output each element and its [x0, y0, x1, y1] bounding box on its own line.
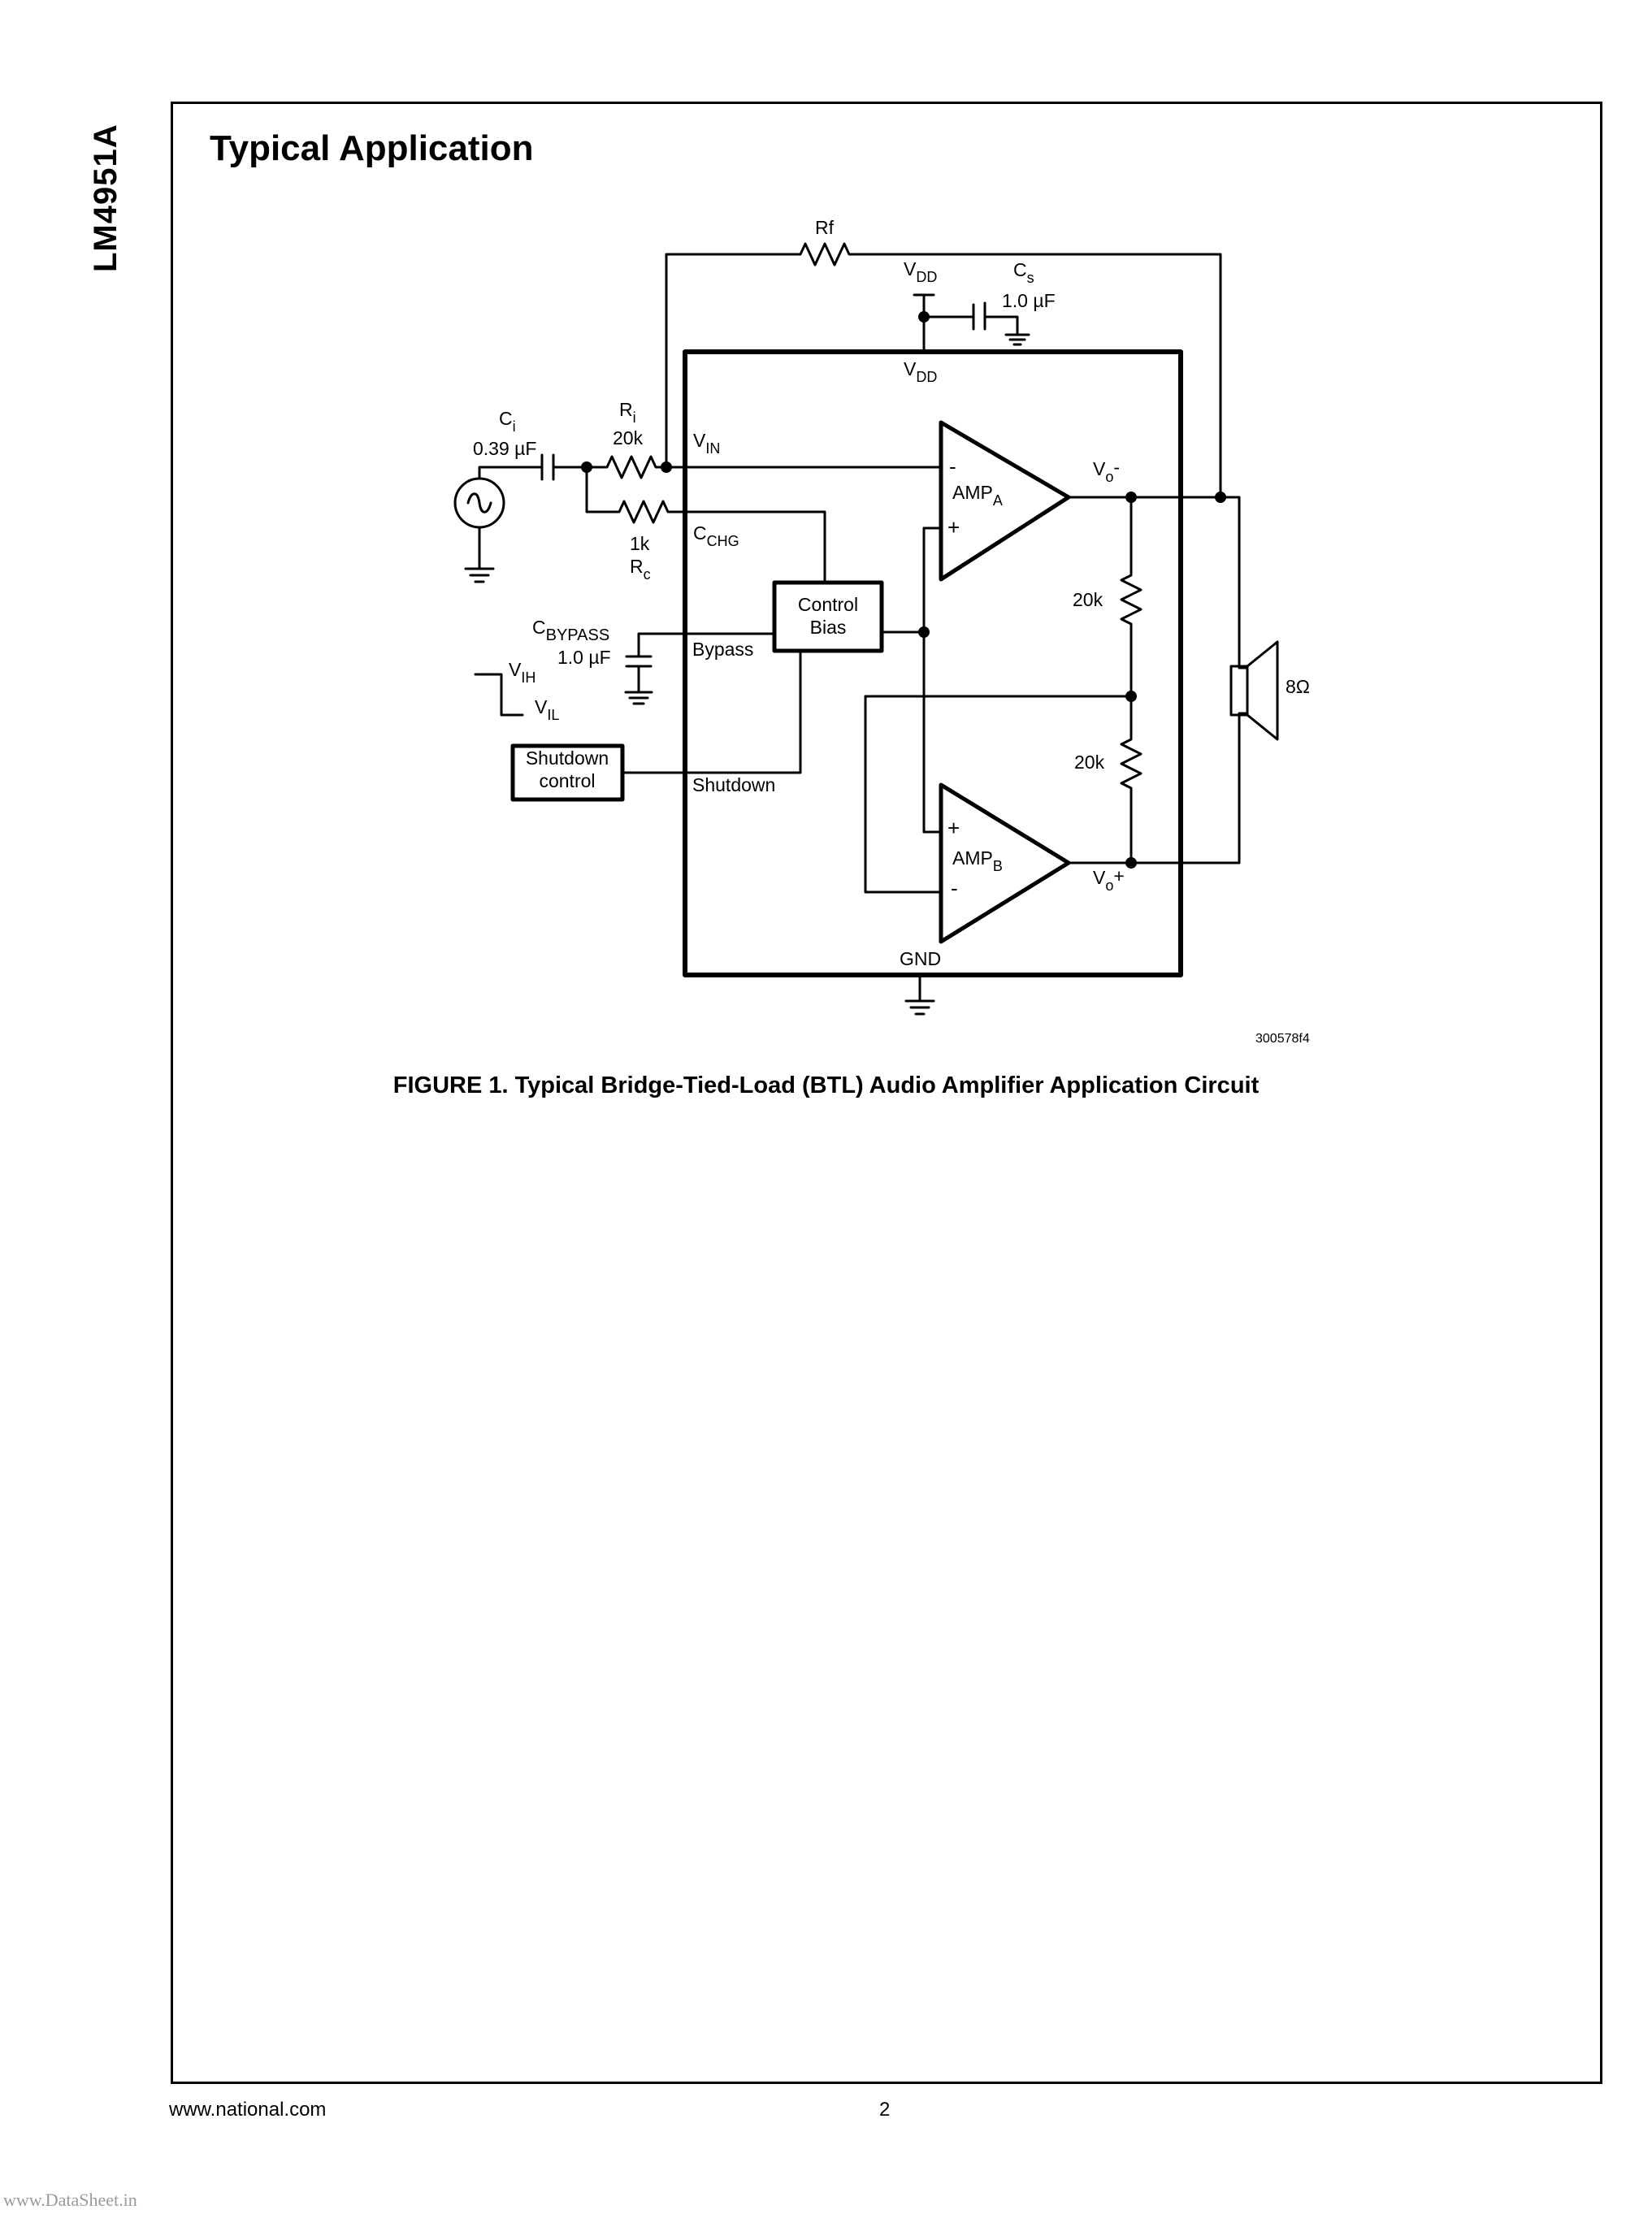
- gnd-label: GND: [900, 948, 941, 969]
- rf-label: Rf: [815, 217, 835, 238]
- speaker-wire-bottom: [1238, 712, 1249, 864]
- shutdown-wire: [621, 649, 802, 774]
- amp-a-triangle: [939, 420, 1071, 582]
- control-bias-box: [772, 580, 884, 653]
- speaker-impedance: 8Ω: [1286, 676, 1310, 697]
- amp-b-label: AMPB: [952, 847, 1003, 874]
- amp-b-triangle: [939, 782, 1071, 944]
- ri-resistor: [552, 455, 943, 479]
- rc-value: 1k: [630, 533, 650, 554]
- ic-boundary: [683, 349, 1183, 977]
- shutdown-control-line2: control: [539, 770, 595, 791]
- rc-label: Rc: [630, 556, 651, 583]
- cs-value: 1.0 µF: [1002, 290, 1056, 311]
- logic-level-waveform: [474, 673, 524, 717]
- cs-label: Cs: [1013, 259, 1034, 286]
- shutdown-pin-label: Shutdown: [692, 774, 775, 795]
- junction-dot: [1125, 691, 1137, 702]
- vil-label: VIL: [535, 696, 559, 723]
- junction-dot: [1215, 492, 1226, 503]
- amp-a-minus: -: [949, 454, 956, 479]
- junction-dot: [918, 311, 930, 323]
- footer-website-link[interactable]: www.national.com: [169, 2099, 327, 2121]
- junction-dot: [1125, 492, 1137, 503]
- bypass-pin-label: Bypass: [692, 639, 753, 660]
- vih-label: VIH: [509, 659, 535, 686]
- page-frame: [171, 102, 1602, 2084]
- lower-20k-resistor: [1120, 695, 1143, 864]
- control-bias-line2: Bias: [810, 617, 847, 638]
- section-title: Typical Application: [210, 128, 534, 168]
- feedback-wire: [665, 242, 1222, 499]
- source-sine: [466, 492, 492, 513]
- upper-resistor-value: 20k: [1073, 589, 1104, 610]
- junction-dot: [581, 461, 592, 473]
- figure-caption: FIGURE 1. Typical Bridge-Tied-Load (BTL)…: [392, 1072, 1260, 1098]
- vin-label: VIN: [693, 430, 720, 457]
- amp-b-minus: -: [951, 876, 958, 900]
- cchg-label: CCHG: [693, 522, 739, 549]
- ri-value: 20k: [613, 427, 644, 448]
- source-top-wire: [478, 466, 544, 480]
- speaker-wire-top: [1238, 496, 1249, 669]
- amp-a-label: AMPA: [952, 482, 1003, 509]
- page-number: 2: [879, 2099, 891, 2121]
- amp-a-plus: +: [947, 515, 960, 539]
- vdd-top-label: VDD: [904, 258, 937, 285]
- ci-value: 0.39 µF: [473, 438, 536, 459]
- ri-label: Ri: [619, 399, 636, 426]
- vo-plus-label: Vo+: [1093, 865, 1125, 894]
- vo-minus-label: Vo-: [1093, 457, 1120, 485]
- cbypass-value: 1.0 µF: [557, 647, 611, 668]
- upper-20k-resistor: [1120, 496, 1143, 698]
- vdd-inner-label: VDD: [904, 358, 937, 385]
- drawing-id: 300578f4: [1255, 1032, 1310, 1046]
- speaker-magnet: [1229, 665, 1249, 717]
- shutdown-control-line1: Shutdown: [526, 747, 609, 769]
- speaker-cone: [1246, 640, 1279, 741]
- amp-b-plus: +: [947, 816, 960, 840]
- junction-dot: [918, 626, 930, 638]
- watermark: www.DataSheet.in: [3, 2190, 137, 2210]
- cs-ground-wire: [983, 315, 1019, 336]
- control-bias-line1: Control: [798, 594, 858, 615]
- bypass-wire: [637, 632, 776, 658]
- lower-resistor-value: 20k: [1074, 752, 1105, 773]
- junction-dot: [1125, 857, 1137, 869]
- bridge-tied-load-schematic: Rf VDD Cs 1.0 µF VDD Ri 20k Ci 0.39 µF V…: [453, 217, 1310, 1046]
- junction-dot: [661, 461, 672, 473]
- ci-label: Ci: [499, 408, 516, 435]
- amp-b-feedback-wire: [864, 695, 1133, 894]
- rc-resistor: [585, 466, 826, 584]
- cbypass-label: CBYPASS: [532, 617, 609, 644]
